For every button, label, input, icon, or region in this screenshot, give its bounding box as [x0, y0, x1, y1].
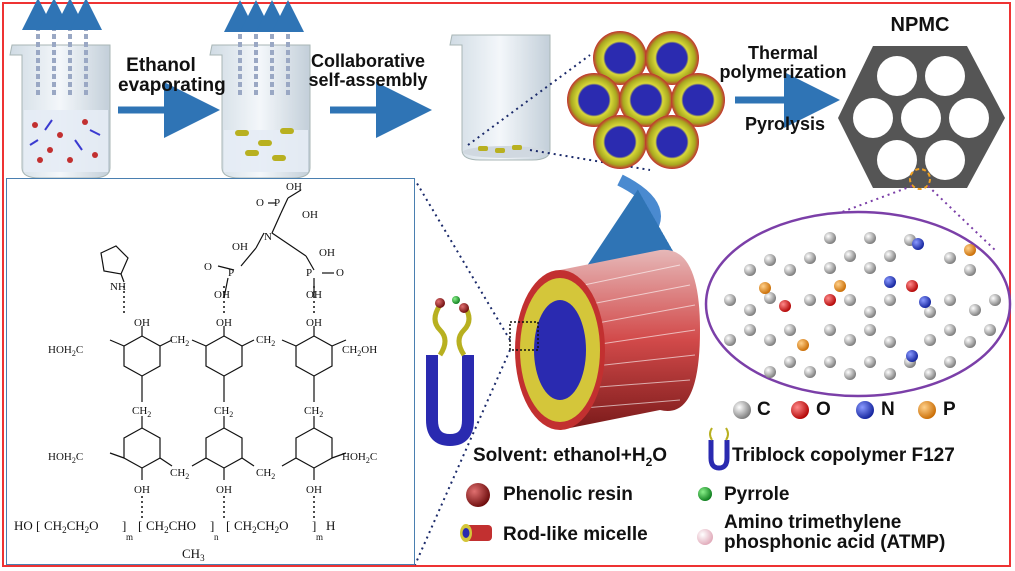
n-atom: N [264, 231, 272, 243]
atom-label-n: N [881, 399, 895, 420]
micelle-cluster [567, 31, 725, 169]
zoom-line-1 [467, 54, 591, 146]
ch2-bridge-3: CH2 [304, 405, 323, 419]
svg-text:CH2CHO: CH2CHO [146, 518, 196, 535]
hoh2c-left: HOH2C [48, 344, 83, 358]
svg-text:[: [ [226, 518, 230, 533]
oh-atmp-2: OH [319, 247, 335, 259]
ch2-upper-2: CH2 [256, 334, 275, 348]
step-ethanol-evaporating: Ethanol evaporating [118, 55, 226, 96]
oh-atmp-6: OH [306, 289, 322, 301]
svg-text:m: m [126, 532, 133, 542]
step-self-assembly: Collaborative self-assembly [308, 52, 428, 90]
oh-atmp-4: OH [302, 209, 318, 221]
svg-text:H: H [326, 518, 335, 533]
ch2-bridge-2: CH2 [214, 405, 233, 419]
p-atom-2: P [306, 267, 312, 279]
step2-line2: self-assembly [308, 69, 428, 90]
ch2-bridge-1: CH2 [132, 405, 151, 419]
step-pyrolysis: Pyrolysis [744, 114, 826, 134]
oh-3: OH [306, 317, 322, 329]
beaker-3 [449, 34, 551, 161]
step2-line1: Collaborative [310, 51, 426, 71]
atom-label-p: P [943, 399, 956, 420]
npmc-hexagon [838, 46, 1005, 190]
ch2-lower-2: CH2 [256, 467, 275, 481]
atmp-line2: phosphonic acid (ATMP) [724, 531, 946, 553]
svg-text:HO: HO [14, 518, 33, 533]
oh-atmp-1: OH [232, 241, 248, 253]
atom-label-c: C [757, 399, 771, 420]
pyrrole-label: Pyrrole [724, 484, 790, 505]
f127-chain [426, 296, 474, 447]
o-atmp-1: O [204, 261, 212, 273]
p-atom-1: P [228, 267, 234, 279]
ch2-lower-1: CH2 [170, 467, 189, 481]
step1-line1: Ethanol [126, 55, 196, 76]
pyrrole-nh: NH [110, 281, 126, 293]
ch2-upper-1: CH2 [170, 334, 189, 348]
beaker-2 [209, 0, 311, 179]
p-atom-3: P [274, 197, 280, 209]
legend-symbols [460, 427, 730, 545]
zoom-line-2 [529, 149, 651, 171]
oh-lower-3: OH [306, 484, 322, 496]
solvent-suffix: O [652, 445, 668, 466]
rod-micelle [509, 249, 700, 430]
solvent-sub: 2 [645, 454, 653, 469]
svg-text:CH2CH2O: CH2CH2O [234, 518, 289, 535]
svg-text:[: [ [36, 518, 40, 533]
step3-line2: polymerization [719, 61, 847, 82]
step3-line1: Thermal [747, 43, 819, 63]
atmp-line1: Amino trimethylene [724, 512, 902, 533]
solvent-text: Solvent: ethanol+H [473, 445, 646, 466]
copolymer-label: Triblock copolymer F127 [732, 445, 955, 466]
step-thermal-polymerization: Thermal polymerization [708, 44, 858, 82]
svg-text:CH3: CH3 [182, 546, 205, 563]
step1-line2: evaporating [118, 74, 226, 96]
solvent-label: Solvent: ethanol+H2O [473, 445, 667, 469]
o-atmp-2: O [336, 267, 344, 279]
structure-bonds [100, 189, 347, 480]
zoom-line-5 [414, 179, 511, 341]
svg-text:CH2CH2O: CH2CH2O [44, 518, 99, 535]
svg-text:n: n [214, 532, 219, 542]
oh-atmp-3: OH [286, 181, 302, 193]
hoh2c-lower-right: HOH2C [342, 451, 377, 465]
chemical-structure-panel: NH OH OH OH P P P N OH OH OH OH O O O OH… [6, 178, 415, 565]
micelle-label: Rod-like micelle [503, 524, 648, 545]
npmc-atomic-oval [704, 210, 1012, 398]
svg-text:]: ] [122, 518, 126, 533]
oh-2: OH [216, 317, 232, 329]
oh-atmp-5: OH [214, 289, 230, 301]
svg-text:m: m [316, 532, 323, 542]
beaker-1 [9, 0, 111, 179]
atmp-label: Amino trimethylene phosphonic acid (ATMP… [724, 513, 945, 553]
oh-1: OH [134, 317, 150, 329]
hoh2c-lower-left: HOH2C [48, 451, 83, 465]
oh-lower-1: OH [134, 484, 150, 496]
curved-arrow [578, 174, 686, 279]
o-atmp-3: O [256, 197, 264, 209]
svg-text:]: ] [210, 518, 214, 533]
f127-backbone: HO [ CH2CH2O ] m [ CH2CHO ] n CH3 [ CH2C… [14, 518, 335, 563]
atom-label-o: O [816, 399, 831, 420]
svg-text:[: [ [138, 518, 142, 533]
oh-lower-2: OH [216, 484, 232, 496]
h-bonds [123, 286, 315, 518]
atom-legend [733, 401, 936, 419]
phenolic-label: Phenolic resin [503, 484, 633, 505]
ch2oh-right: CH2OH [342, 344, 377, 358]
product-label: NPMC [890, 14, 950, 36]
svg-text:]: ] [312, 518, 316, 533]
